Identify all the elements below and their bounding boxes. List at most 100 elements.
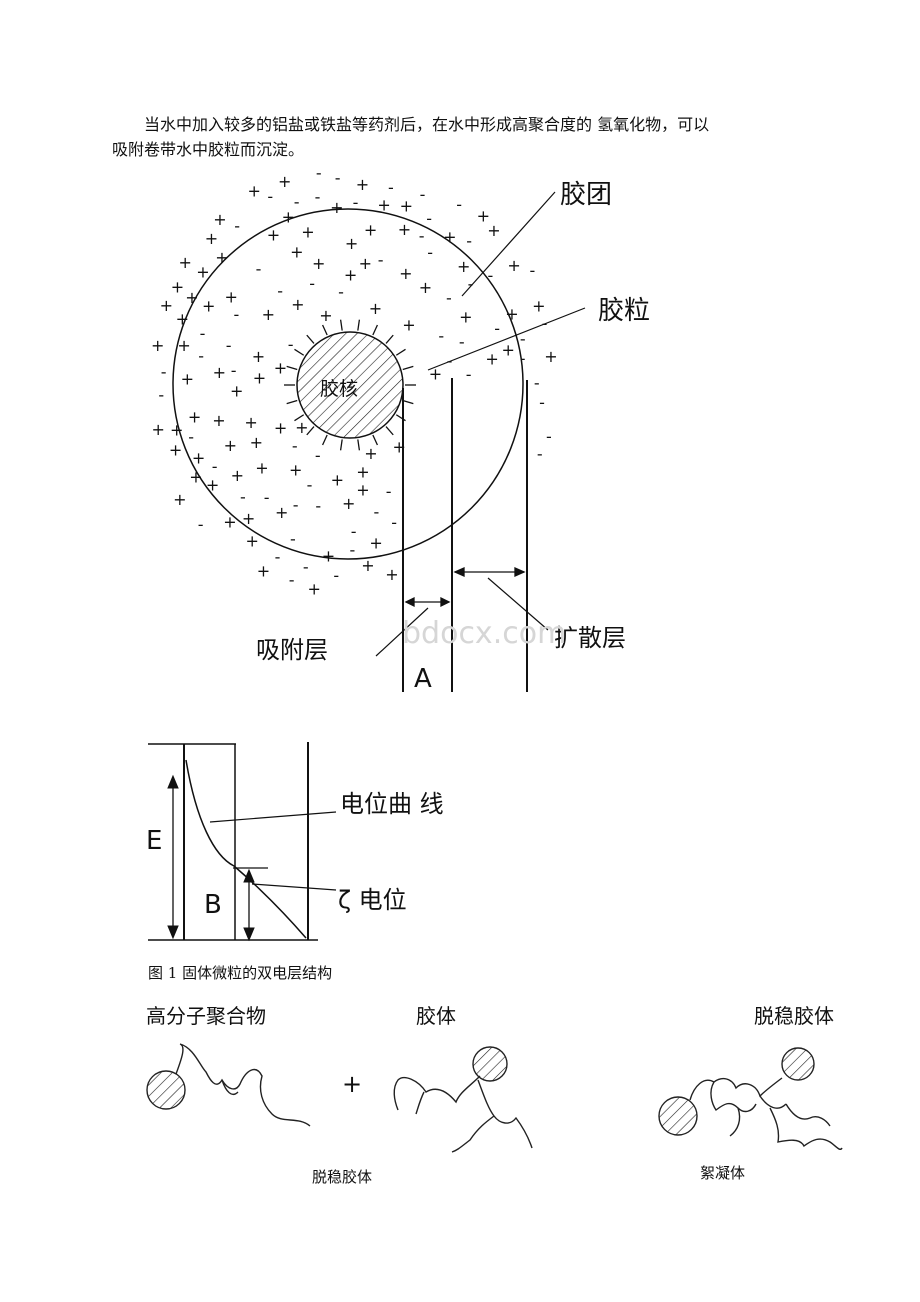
- charge-symbol: +: [231, 466, 244, 485]
- nucleus-tick: [286, 365, 298, 371]
- charge-symbol: +: [398, 220, 411, 239]
- charge-symbol: +: [345, 234, 358, 253]
- charge-symbol: -: [267, 187, 273, 206]
- charge-symbol: -: [288, 335, 294, 354]
- charge-symbol: +: [359, 254, 372, 273]
- charge-symbol: +: [257, 562, 270, 581]
- charge-symbol: +: [331, 470, 344, 489]
- charge-symbol: +: [206, 476, 219, 495]
- nucleus-tick: [321, 434, 328, 446]
- nucleus-tick: [402, 399, 414, 405]
- charge-symbol: -: [200, 324, 206, 343]
- charge-symbol: +: [274, 358, 287, 377]
- charge-symbol: +: [443, 227, 456, 246]
- nucleus-tick: [402, 365, 414, 371]
- charge-symbol: -: [293, 496, 299, 515]
- charge-symbol: -: [198, 515, 204, 534]
- leader-micelle: [461, 191, 556, 297]
- charge-symbol: +: [459, 308, 472, 327]
- label-colloid: 胶体: [416, 1004, 456, 1028]
- nucleus-tick: [294, 348, 305, 356]
- charge-symbol: +: [275, 503, 288, 522]
- charge-symbol: -: [459, 333, 465, 352]
- charge-symbol: -: [335, 168, 341, 187]
- charge-symbol: -: [315, 188, 321, 207]
- charge-symbol: -: [275, 548, 281, 567]
- charge-symbol: +: [212, 411, 225, 430]
- charge-symbol: +: [176, 309, 189, 328]
- sublabel-floc: 絮凝体: [700, 1164, 746, 1182]
- charge-symbol: +: [253, 369, 266, 388]
- nucleus-tick: [339, 319, 343, 331]
- micelle-circle: [172, 208, 524, 560]
- charge-symbol: +: [419, 278, 432, 297]
- label-diffusion-layer: 扩散层: [554, 624, 626, 652]
- charge-symbol: -: [539, 393, 545, 412]
- charge-symbol: -: [466, 365, 472, 384]
- sublabel-destabilized: 脱稳胶体: [312, 1168, 373, 1186]
- charge-symbol: +: [312, 254, 325, 273]
- label-nucleus: 胶核: [320, 378, 359, 400]
- charge-symbol: +: [202, 297, 215, 316]
- charge-symbol: +: [369, 534, 382, 553]
- charge-symbol: -: [315, 446, 321, 465]
- charge-symbol: +: [364, 444, 377, 463]
- charge-symbol: +: [223, 513, 236, 532]
- charge-symbol: -: [494, 319, 500, 338]
- charge-symbol: +: [356, 463, 369, 482]
- nucleus-tick: [357, 439, 361, 451]
- charge-symbol: +: [356, 175, 369, 194]
- charge-symbol: +: [330, 198, 343, 217]
- charge-symbol: -: [231, 361, 237, 380]
- charge-symbol: +: [399, 264, 412, 283]
- charge-symbol: +: [171, 277, 184, 296]
- watermark: bdocx.com: [402, 616, 567, 651]
- charge-symbol: +: [205, 229, 218, 248]
- label-potential-curve: 电位曲 线: [340, 790, 444, 818]
- charge-symbol: -: [289, 571, 295, 590]
- charge-symbol: +: [179, 253, 192, 272]
- charge-symbol: -: [520, 330, 526, 349]
- charge-symbol: -: [240, 488, 246, 507]
- charge-symbol: -: [456, 195, 462, 214]
- nucleus-tick: [294, 414, 305, 422]
- nucleus-tick: [306, 334, 315, 344]
- charge-symbol: -: [333, 566, 339, 585]
- nucleus-tick: [395, 348, 406, 356]
- charge-symbol: -: [315, 497, 321, 516]
- charge-symbol: +: [402, 316, 415, 335]
- charge-symbol: +: [502, 341, 515, 360]
- charge-symbol: -: [350, 541, 356, 560]
- charge-symbol: -: [226, 336, 232, 355]
- charge-symbol: -: [488, 266, 494, 285]
- charge-symbols: +--+-+--+++++++-++-++-+-+++++-+-+-----++…: [151, 164, 558, 599]
- charge-symbol: -: [158, 386, 164, 405]
- charge-symbol: +: [322, 547, 335, 566]
- label-colloid-particle: 胶粒: [598, 296, 651, 326]
- charge-symbol: +: [215, 248, 228, 267]
- charge-symbol: +: [278, 172, 291, 191]
- charge-symbol: +: [196, 263, 209, 282]
- charge-symbol: +: [248, 181, 261, 200]
- charge-symbol: +: [181, 369, 194, 388]
- charge-symbol: +: [255, 459, 268, 478]
- charge-symbol: -: [234, 216, 240, 235]
- charge-symbol: +: [282, 207, 295, 226]
- charge-symbol: -: [256, 259, 262, 278]
- charge-symbol: -: [303, 557, 309, 576]
- charge-symbol: +: [192, 449, 205, 468]
- charge-symbol: +: [487, 221, 500, 240]
- label-zeta-potential: ζ 电位: [338, 886, 407, 914]
- plus-sign: +: [342, 1070, 363, 1098]
- dimension-arrows: [404, 566, 526, 608]
- label-a: A: [414, 664, 432, 694]
- charge-symbol: -: [530, 261, 536, 280]
- label-b: B: [204, 890, 222, 920]
- charge-symbol: +: [213, 363, 226, 382]
- charge-symbol: -: [427, 243, 433, 262]
- leader-particle: [427, 307, 586, 371]
- charge-symbol: -: [290, 530, 296, 549]
- charge-symbol: +: [188, 408, 201, 427]
- charge-symbol: -: [391, 513, 397, 532]
- charge-symbol: -: [277, 282, 283, 301]
